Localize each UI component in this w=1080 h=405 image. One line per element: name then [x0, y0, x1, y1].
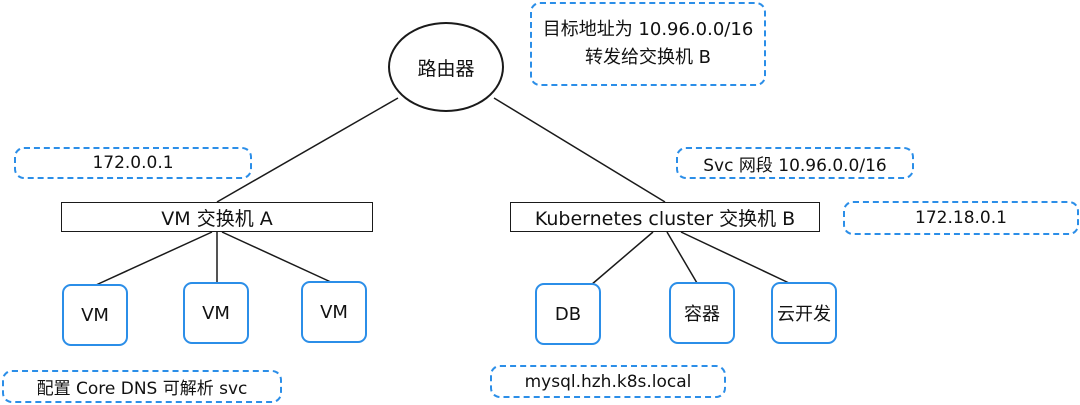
host-vm-2-label: VM	[202, 302, 230, 324]
dns-config: 配置 Core DNS 可解析 svc	[36, 379, 248, 399]
switch-a-ip: 172.0.0.1	[92, 153, 174, 173]
switch-a-ip-note: 172.0.0.1	[14, 147, 252, 179]
link-switch-a-vm1	[95, 231, 213, 286]
host-db: DB	[535, 283, 601, 345]
dns-config-note: 配置 Core DNS 可解析 svc	[2, 370, 282, 403]
switch-b: Kubernetes cluster 交换机 B	[510, 202, 820, 232]
host-container-label: 容器	[684, 304, 720, 325]
host-vm-1-label: VM	[81, 304, 109, 326]
router-label: 路由器	[417, 57, 475, 80]
routing-rule-note: 目标地址为 10.96.0.0/16 转发给交换机 B	[530, 2, 766, 86]
routing-rule-line-1: 目标地址为 10.96.0.0/16	[542, 19, 754, 40]
host-container: 容器	[669, 282, 735, 344]
host-vm-3-label: VM	[320, 301, 348, 323]
host-vm-1: VM	[62, 284, 128, 346]
host-db-label: DB	[554, 303, 582, 325]
router-node: 路由器	[388, 22, 504, 112]
routing-rule-line-2: 转发给交换机 B	[584, 47, 712, 68]
svc-range: Svc 网段 10.96.0.0/16	[703, 155, 887, 176]
link-switch-b-container	[666, 231, 698, 284]
switch-a-label: VM 交换机 A	[161, 207, 273, 230]
switch-b-ip-note: 172.18.0.1	[843, 201, 1079, 235]
host-cloud-dev: 云开发	[771, 282, 837, 344]
link-router-switch-a	[216, 97, 399, 203]
link-switch-a-vm3	[221, 231, 334, 284]
switch-b-label: Kubernetes cluster 交换机 B	[534, 207, 796, 230]
link-switch-b-cloud	[680, 231, 790, 284]
mysql-host: mysql.hzh.k8s.local	[524, 371, 692, 392]
switch-b-ip: 172.18.0.1	[915, 208, 1007, 228]
host-vm-2: VM	[183, 282, 249, 344]
link-switch-b-db	[590, 231, 654, 286]
switch-a: VM 交换机 A	[61, 202, 373, 232]
link-router-switch-b	[493, 97, 666, 203]
mysql-host-note: mysql.hzh.k8s.local	[490, 365, 726, 398]
svc-range-note: Svc 网段 10.96.0.0/16	[676, 147, 914, 179]
host-vm-3: VM	[301, 281, 367, 343]
host-cloud-dev-label: 云开发	[777, 304, 831, 325]
